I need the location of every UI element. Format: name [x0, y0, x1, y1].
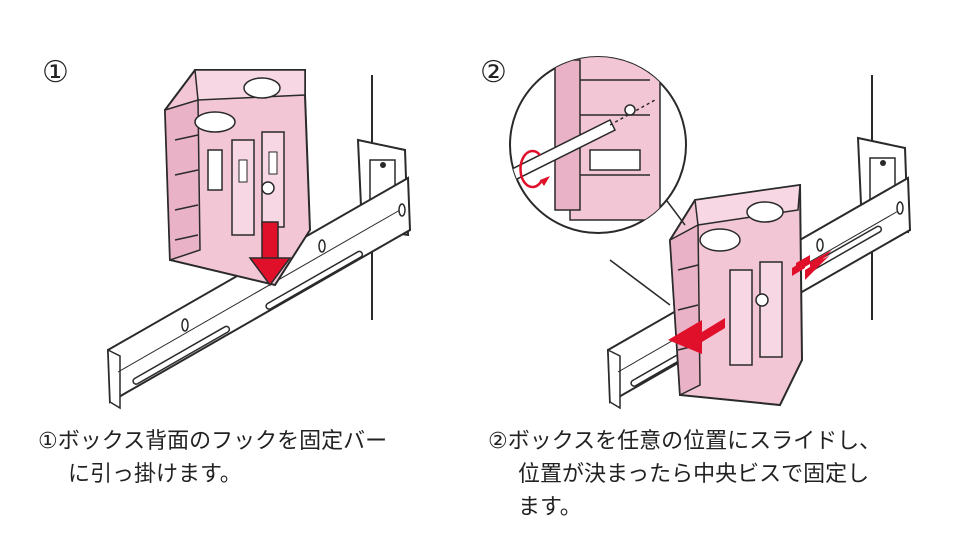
step-1-caption-line-2: に引っ掛けます。	[68, 462, 242, 487]
step-1-caption: ①ボックス背面のフックを固定バー に引っ掛けます。	[38, 425, 458, 491]
slide-right-arrow-icon	[792, 250, 832, 280]
step-2-panel: ②	[480, 0, 960, 540]
switch-box	[668, 183, 804, 407]
step-2-caption-line-3: ます。	[518, 495, 582, 520]
step-1-illustration	[106, 69, 412, 410]
down-arrow-icon	[248, 221, 292, 287]
step-1-panel: ①	[38, 55, 458, 491]
step-1-number: ①	[42, 55, 69, 90]
slide-left-arrow-icon	[668, 318, 725, 354]
callout-leader	[609, 259, 671, 306]
step-1-caption-line-1: ①ボックス背面のフックを固定バー	[38, 429, 388, 454]
step-2-caption: ②ボックスを任意の位置にスライドし、 位置が決まったら中央ビスで固定し ます。	[488, 425, 928, 524]
detail-callout	[509, 56, 687, 234]
step-2-caption-line-1: ②ボックスを任意の位置にスライドし、	[488, 429, 882, 454]
step-2-number: ②	[480, 55, 507, 90]
step-2-caption-line-2: 位置が決まったら中央ビスで固定し	[518, 462, 870, 487]
rotate-arrow-icon	[519, 149, 544, 189]
switch-box	[163, 69, 312, 287]
fixing-bar	[106, 176, 412, 410]
step-2-illustration	[509, 56, 912, 410]
